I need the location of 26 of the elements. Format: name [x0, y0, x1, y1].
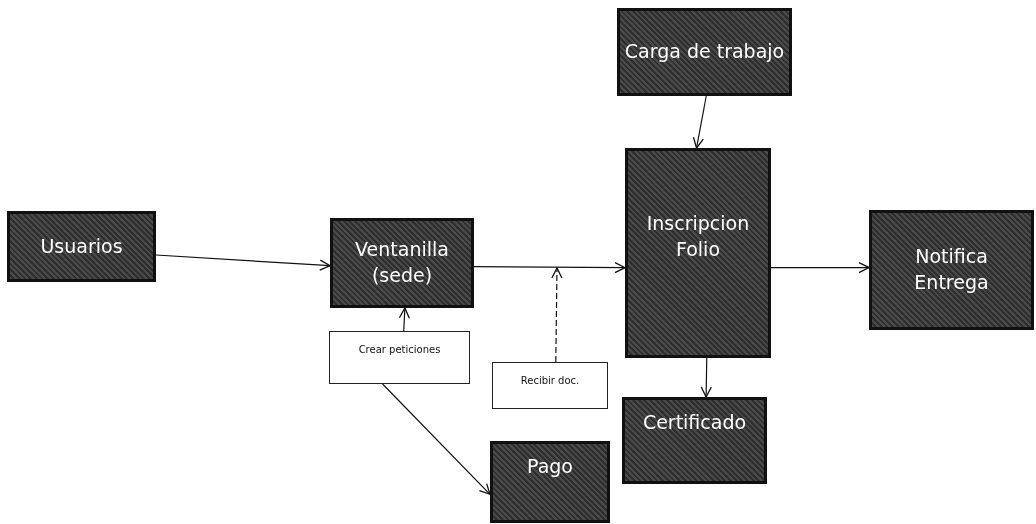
process-box [869, 210, 1034, 330]
arrow [155, 254, 331, 271]
process-box [490, 441, 610, 523]
arrow [381, 383, 491, 495]
box-label: Certificado [642, 410, 747, 435]
arrow [473, 262, 626, 274]
process-box [7, 211, 156, 282]
arrow [398, 307, 410, 332]
arrow [700, 357, 712, 398]
note-text: Recibir doc. [520, 375, 580, 386]
process-box [330, 218, 474, 308]
box-label: Notifica Entrega [913, 244, 990, 295]
process-box [622, 397, 767, 484]
note-box [329, 331, 470, 384]
arrow [551, 267, 563, 363]
arrow [770, 261, 870, 274]
box-label: Usuarios [40, 233, 123, 259]
box-label: Pago [527, 454, 573, 479]
process-box [617, 8, 792, 96]
note-box [492, 362, 608, 409]
box-label: Inscripcion Folio [645, 211, 751, 262]
box-label: Ventanilla (sede) [354, 237, 450, 288]
process-box [625, 148, 771, 358]
box-label: Carga de trabajo [624, 39, 785, 65]
note-text: Crear peticiones [358, 344, 441, 355]
arrow [692, 95, 707, 149]
